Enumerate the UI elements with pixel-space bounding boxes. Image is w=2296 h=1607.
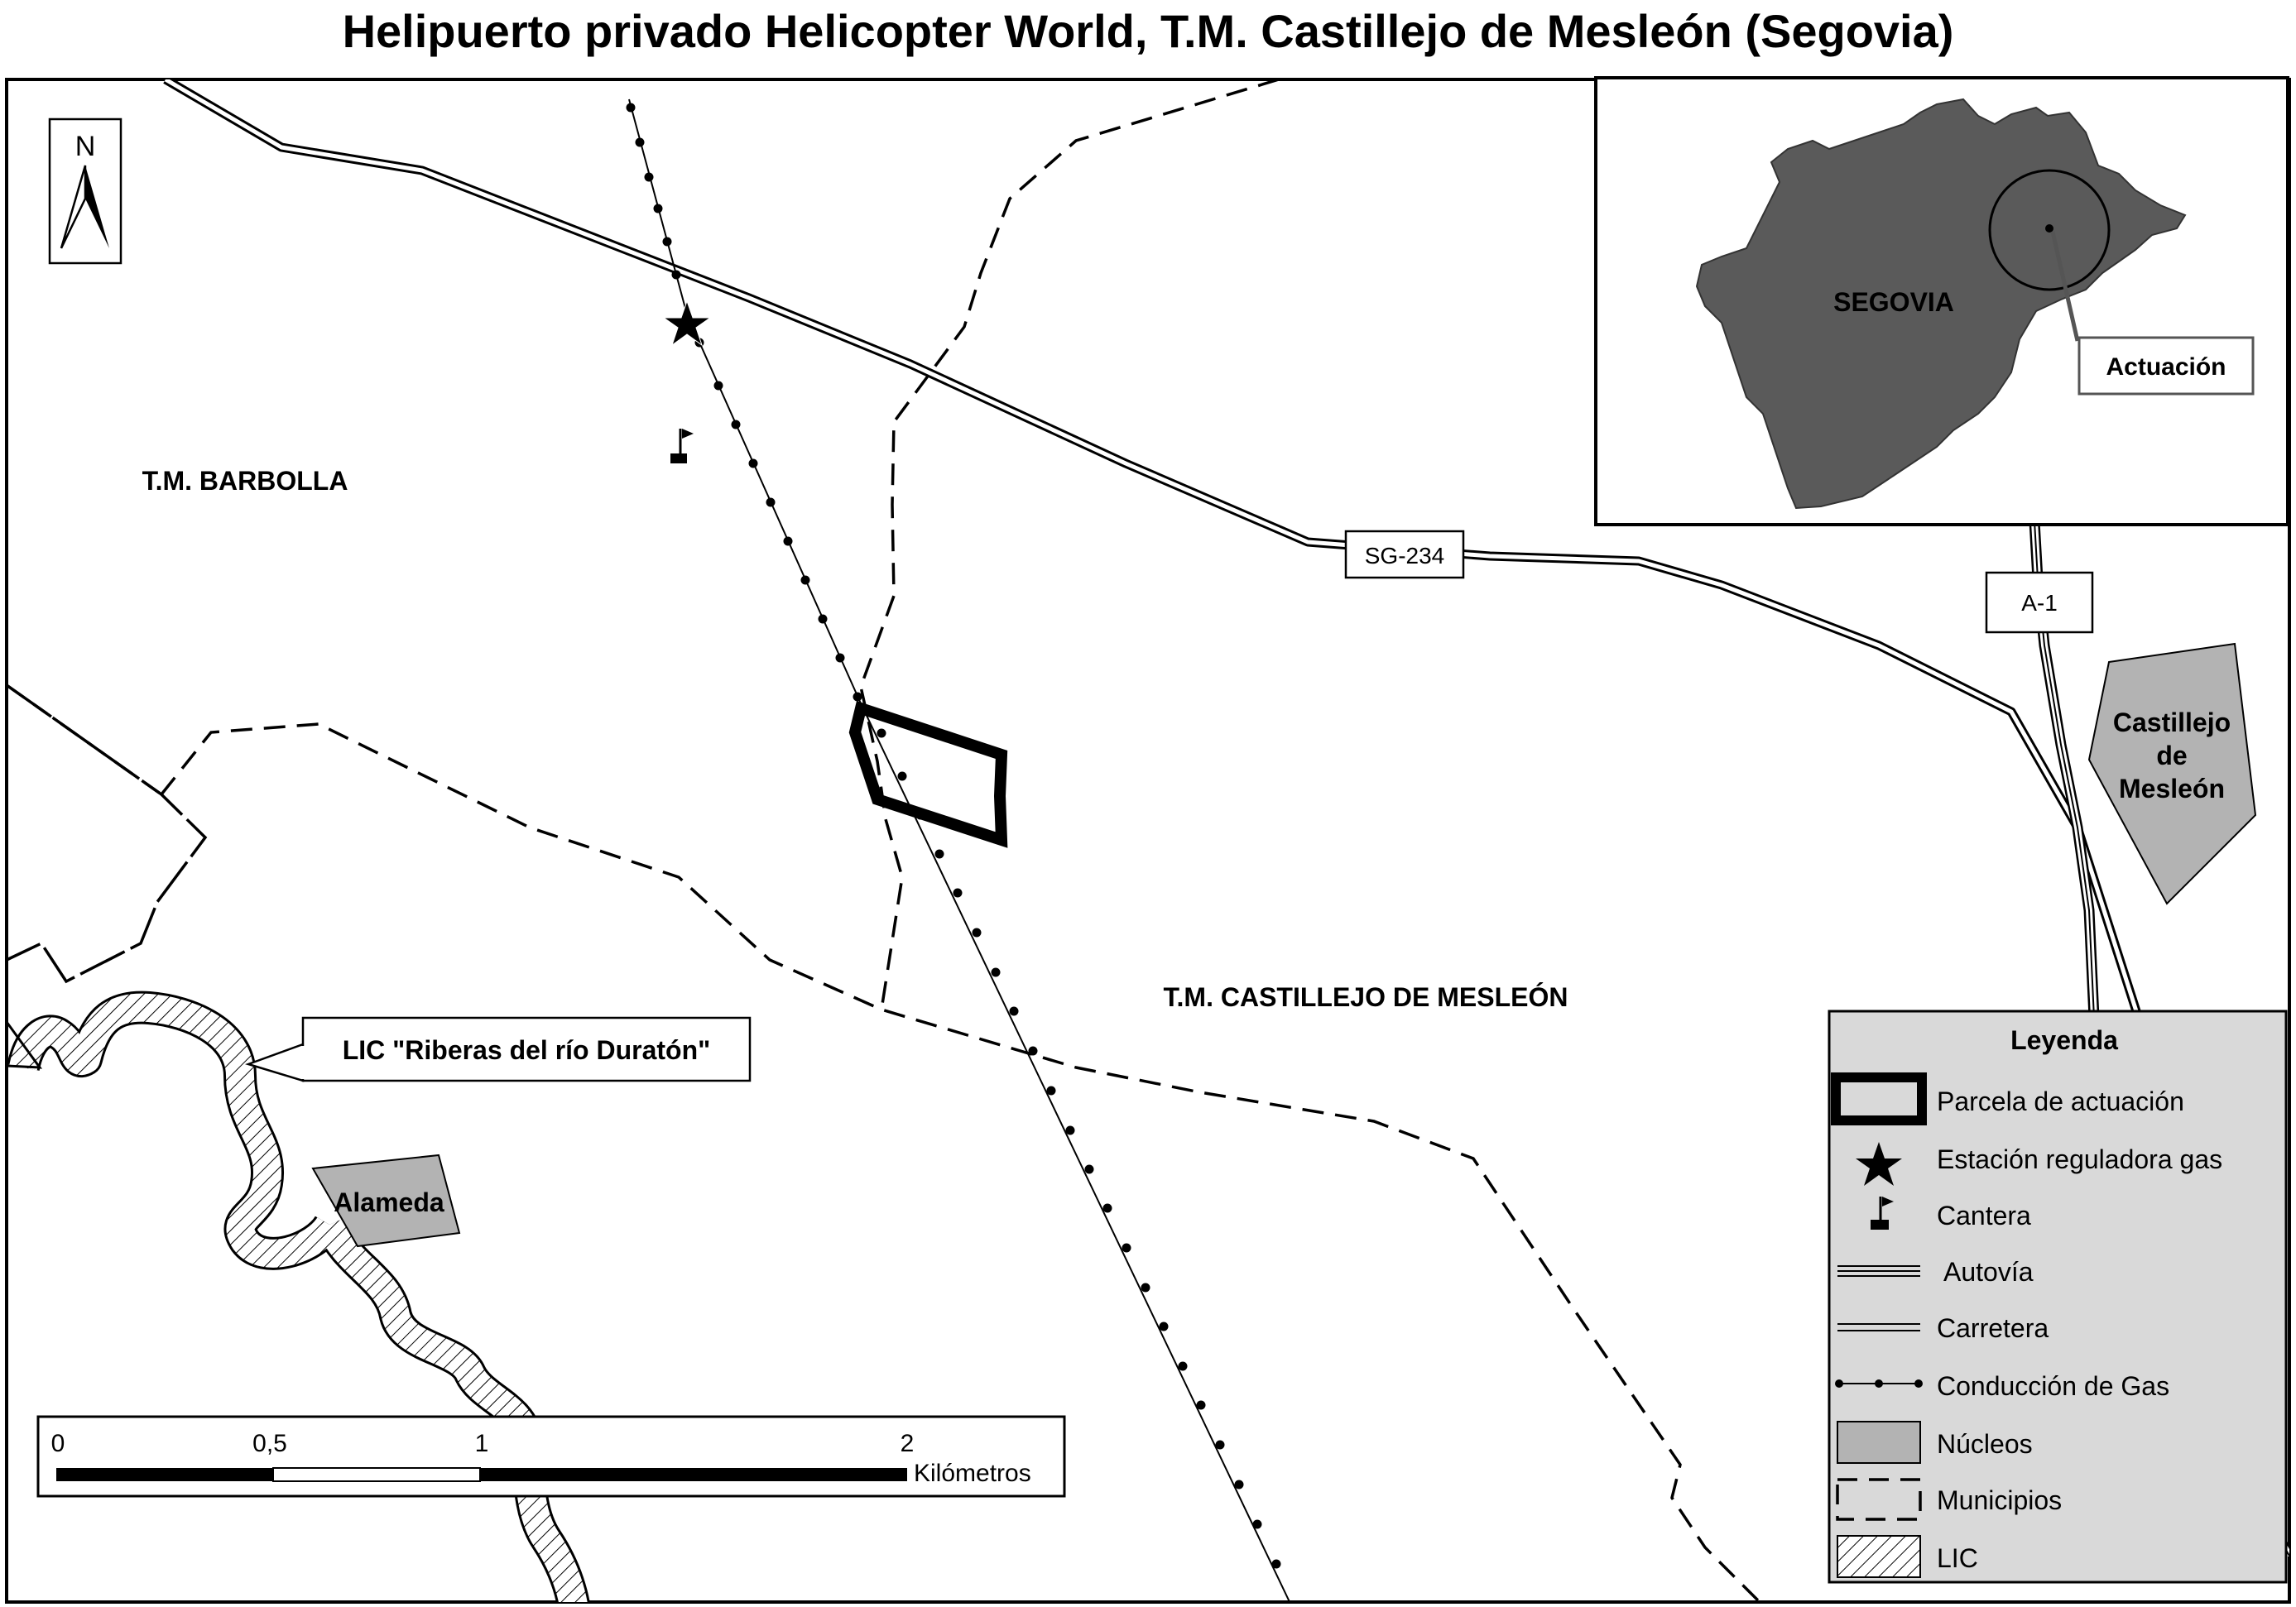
area-label-barbolla: T.M. BARBOLLA <box>142 466 348 496</box>
legend-label-gas: Conducción de Gas <box>1937 1371 2169 1401</box>
legend-label-cantera: Cantera <box>1937 1201 2031 1230</box>
legend-symbol-gas <box>1835 1379 1923 1388</box>
scale-bar: 0 0,5 1 2 Kilómetros <box>36 1415 1066 1498</box>
scale-tick-05: 0,5 <box>252 1430 287 1457</box>
gas-pipeline <box>626 98 1291 1602</box>
parcela-actuacion[interactable] <box>848 700 1008 848</box>
legend-symbol-flag-icon <box>1871 1197 1894 1230</box>
legend-label-parcela: Parcela de actuación <box>1937 1087 2184 1116</box>
nucleo-alameda[interactable] <box>311 1154 461 1248</box>
inset-province-label: SEGOVIA <box>1833 287 1954 317</box>
road-label-sg234-text: SG-234 <box>1365 543 1445 568</box>
municipal-boundaries <box>7 79 1762 1602</box>
western-boundary <box>7 684 208 984</box>
legend-symbol-nucleos <box>1837 1421 1921 1464</box>
legend-symbol-lic <box>1837 1535 1921 1578</box>
scale-tick-0: 0 <box>51 1430 65 1457</box>
area-label-castillejo: T.M. CASTILLEJO DE MESLEÓN <box>1164 982 1568 1012</box>
legend-symbol-autovia <box>1837 1265 1920 1277</box>
province-segovia-shape <box>1695 98 2187 510</box>
flag-icon[interactable] <box>670 429 694 463</box>
western-boundary-fragment <box>7 1021 43 1069</box>
legend-title: Leyenda <box>2010 1025 2118 1055</box>
legend-symbol-carretera <box>1837 1323 1920 1331</box>
lic-river <box>7 991 590 1602</box>
legend-label-autovia: Autovía <box>1943 1257 2034 1287</box>
road-label-sg234[interactable]: SG-234 <box>1344 530 1465 579</box>
lic-callout[interactable]: LIC "Riberas del río Duratón" <box>245 1016 752 1082</box>
legend-symbol-parcela <box>1831 1072 1927 1125</box>
legend-label-nucleos: Núcleos <box>1937 1429 2033 1459</box>
legend: Leyenda Parcela de actuación Es <box>1828 1010 2288 1584</box>
scale-tick-2: 2 <box>901 1430 915 1457</box>
town-label-castillejo-2: de <box>2156 741 2187 770</box>
nucleo-castillejo[interactable] <box>2087 642 2257 905</box>
inset-map[interactable]: SEGOVIA Actuación <box>1594 76 2289 526</box>
legend-label-estacion: Estación reguladora gas <box>1937 1144 2222 1174</box>
legend-symbol-municipios <box>1836 1478 1922 1521</box>
road-label-a1[interactable]: A-1 <box>1985 571 2094 634</box>
lic-callout-text: LIC "Riberas del río Duratón" <box>343 1035 711 1065</box>
town-label-castillejo-3: Mesleón <box>2119 774 2225 804</box>
inset-actuacion-label: Actuación <box>2106 353 2226 381</box>
legend-label-lic: LIC <box>1937 1543 1978 1573</box>
map-title: Helipuerto privado Helicopter World, T.M… <box>342 5 1954 57</box>
north-letter: N <box>75 131 96 162</box>
scale-tick-1: 1 <box>475 1430 489 1457</box>
scale-unit: Kilómetros <box>914 1460 1031 1487</box>
legend-symbol-star-icon <box>1856 1142 1902 1186</box>
legend-label-carretera: Carretera <box>1937 1313 2049 1343</box>
legend-label-municipios: Municipios <box>1937 1485 2062 1515</box>
north-arrow-icon <box>48 118 122 265</box>
road-label-a1-text: A-1 <box>2021 590 2058 616</box>
town-label-alameda: Alameda <box>334 1187 444 1217</box>
town-label-castillejo-1: Castillejo <box>2113 708 2231 737</box>
star-icon[interactable] <box>662 300 712 347</box>
